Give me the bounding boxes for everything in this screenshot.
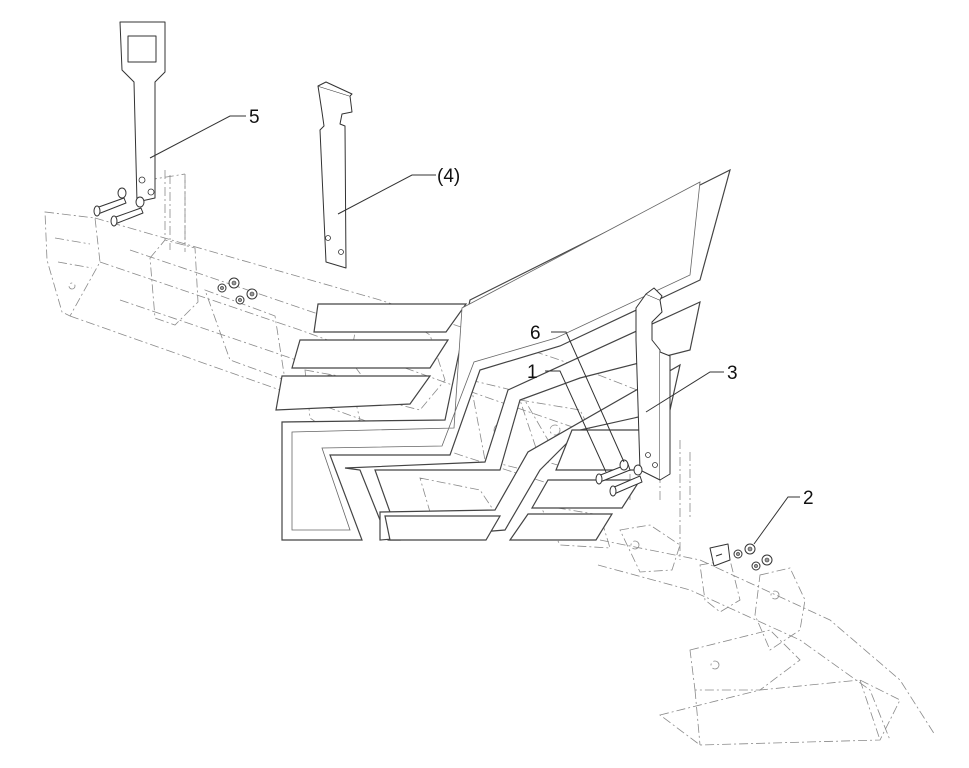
leader-1	[545, 370, 607, 473]
leader-6	[551, 331, 625, 463]
outline-bands	[275, 168, 731, 541]
callout-6: 6	[530, 323, 541, 344]
callout-3: 3	[727, 363, 738, 384]
part-3-strap	[635, 287, 671, 481]
leader-2	[753, 496, 800, 545]
part-5-nuts	[217, 277, 258, 305]
callout-5: 5	[249, 107, 260, 128]
part-5-bolts	[93, 187, 145, 227]
leader-5	[149, 115, 246, 159]
leader-3	[645, 371, 724, 413]
callout-4: (4)	[437, 166, 460, 187]
leader-lines	[149, 115, 800, 545]
leader-4	[337, 174, 436, 215]
callout-1: 1	[527, 362, 538, 383]
part-5-strap	[119, 21, 166, 203]
part-2-nuts	[709, 543, 773, 571]
callout-2: 2	[803, 488, 814, 509]
part-1-bolts	[595, 463, 643, 497]
part-6-washers	[619, 459, 643, 476]
part-4-strap	[317, 81, 353, 269]
